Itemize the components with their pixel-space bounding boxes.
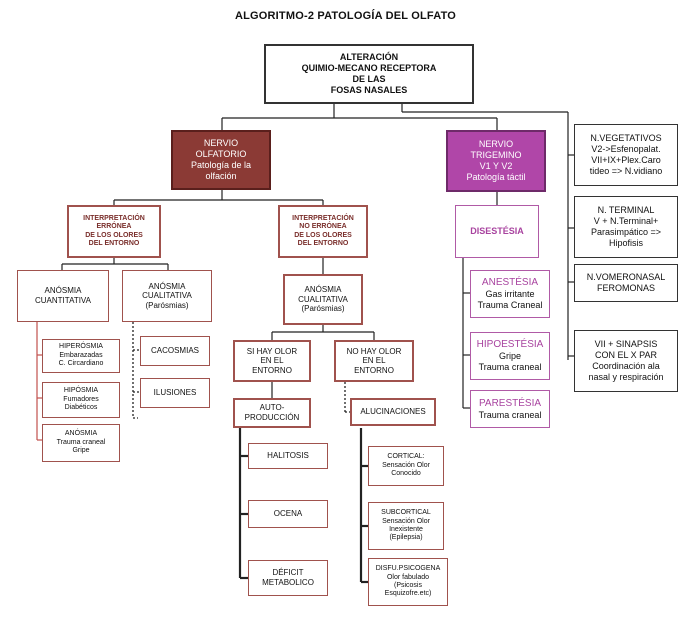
- node-halitosis: HALITOSIS: [248, 443, 328, 469]
- node-ilusiones: ILUSIONES: [140, 378, 210, 408]
- node-alucinaciones: ALUCINACIONES: [350, 398, 436, 426]
- node-autoproduccion: AUTO-PRODUCCIÓN: [233, 398, 311, 428]
- node-disestesia: DISESTÉSIA: [455, 205, 539, 258]
- diagram-title: ALGORITMO-2 PATOLOGÍA DEL OLFATO: [234, 10, 457, 22]
- node-ocena: OCENA: [248, 500, 328, 528]
- node-cacosmias: CACOSMIAS: [140, 336, 210, 366]
